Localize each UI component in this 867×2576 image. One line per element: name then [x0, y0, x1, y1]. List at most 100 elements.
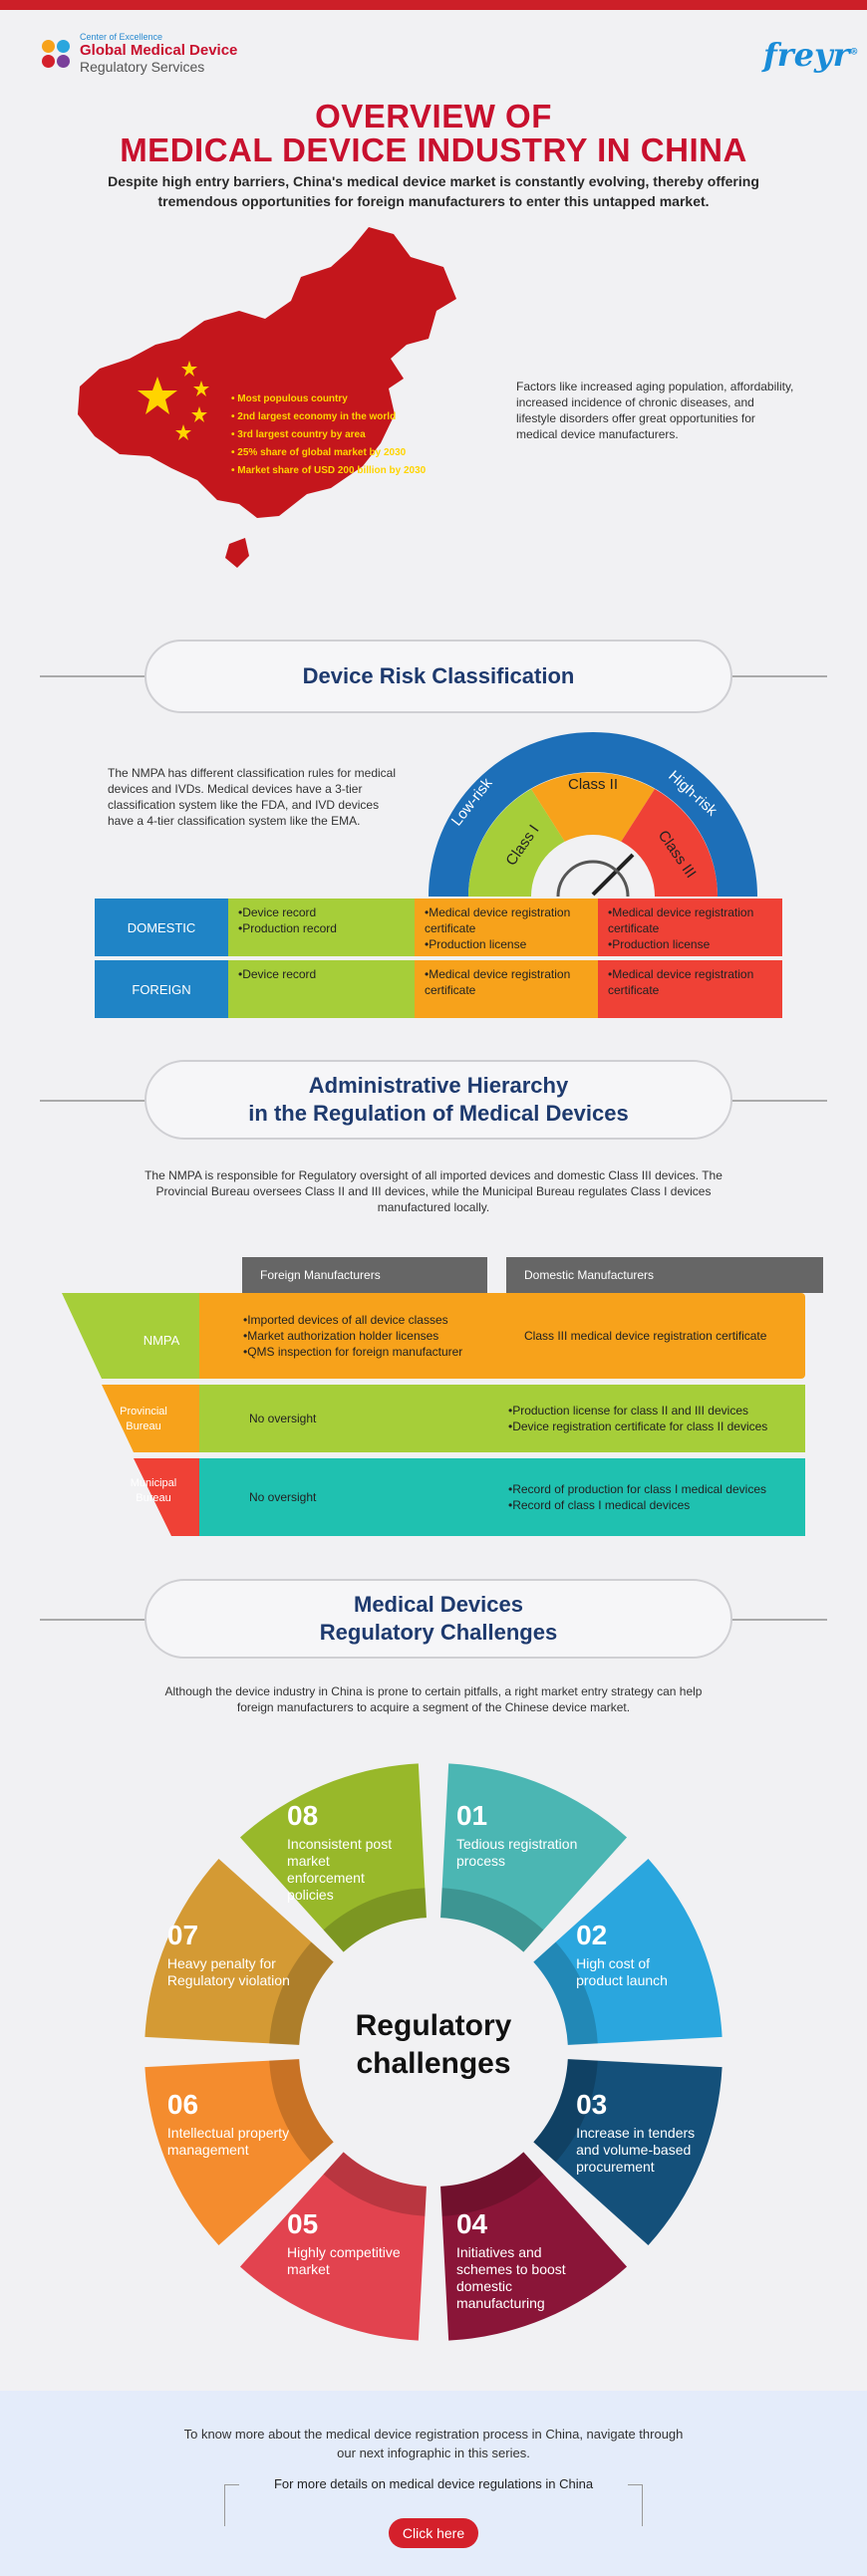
challenge-segment-ring	[440, 2152, 544, 2216]
hierarchy-heading: Administrative Hierarchy in the Regulati…	[144, 1060, 732, 1140]
challenge-text: Heavy penalty for Regulatory violation	[166, 1955, 290, 1989]
divider	[40, 1619, 147, 1621]
brand-logo[interactable]: Center of Excellence Global Medical Devi…	[40, 32, 237, 75]
challenge-number: 08	[287, 1799, 319, 1831]
challenge-number: 03	[576, 2088, 608, 2120]
provincial-domestic: Production license for class II and III …	[498, 1397, 777, 1440]
top-accent-bar	[0, 0, 867, 10]
brand-line1: Global Medical Device	[80, 42, 238, 59]
hero-subtitle: Despite high entry barriers, China's med…	[108, 173, 759, 209]
hero-title-1: OVERVIEW OF	[315, 98, 552, 134]
divider	[729, 675, 827, 677]
hero-title-2: MEDICAL DEVICE INDUSTRY IN CHINA	[120, 131, 747, 168]
challenge-text: Tedious registration process	[455, 1835, 578, 1869]
challenge-segment-ring	[269, 2059, 334, 2163]
col-domestic: Domestic Manufacturers	[506, 1257, 823, 1293]
row-nmpa: Imported devices of all device classesMa…	[199, 1293, 805, 1379]
big-star-icon	[138, 377, 177, 414]
challenge-segment	[144, 2059, 334, 2246]
challenge-segment-ring	[533, 2059, 598, 2163]
challenge-segment-ring	[323, 1888, 427, 1952]
challenge-segment-ring	[440, 1888, 544, 1952]
footer-more: For more details on medical device regul…	[239, 2476, 628, 2491]
gauge-needle	[591, 853, 635, 897]
municipal-domestic: Record of production for class I medical…	[498, 1475, 776, 1519]
hierarchy-intro: The NMPA is responsible for Regulatory o…	[144, 1168, 722, 1214]
challenge-segment	[440, 1763, 628, 1952]
brand-dots-icon	[40, 38, 72, 70]
map-facts: • Most populous country • 2nd largest ec…	[231, 390, 426, 480]
domestic-class2: Medical device registration certificateP…	[415, 899, 598, 956]
freyr-logo[interactable]: freyr®	[763, 36, 859, 74]
svg-text:Provincial: Provincial	[120, 1406, 167, 1417]
challenge-text: Increase in tenders and volume-based pro…	[576, 2124, 696, 2175]
nmpa-foreign: Imported devices of all device classesMa…	[199, 1306, 498, 1366]
challenge-text: Highly competitive market	[287, 2244, 401, 2278]
challenge-number: 02	[576, 1920, 608, 1951]
challenge-number: 06	[166, 2088, 199, 2120]
challenges-intro: Although the device industry in China is…	[164, 1684, 703, 1714]
challenge-segment-ring	[323, 2152, 427, 2216]
challenge-text: High cost of product launch	[576, 1955, 668, 1989]
challenge-segment	[533, 1858, 722, 2045]
domestic-class3: Medical device registration certificateP…	[598, 899, 782, 956]
market-factors-note: Factors like increased aging population,…	[516, 380, 794, 441]
row-label-domestic: DOMESTIC	[95, 899, 228, 956]
challenge-segment-ring	[269, 1941, 334, 2045]
svg-text:Bureau: Bureau	[126, 1420, 160, 1432]
risk-gauge: Low-risk High-risk Class I Class II Clas…	[429, 732, 757, 897]
map-fact: • Market share of USD 200 billion by 203…	[231, 465, 427, 476]
svg-text:Class II: Class II	[568, 776, 618, 793]
hierarchy-pyramid: NMPA Provincial Bureau Municipal Bureau	[62, 1293, 209, 1536]
municipal-foreign: No oversight	[249, 1489, 317, 1504]
challenge-number: 05	[287, 2208, 319, 2240]
challenge-segment	[440, 2152, 628, 2341]
challenges-wheel	[144, 1763, 722, 2341]
svg-text:NMPA: NMPA	[144, 1333, 180, 1348]
wheel-center-label: Regulatory challenges	[355, 2009, 512, 2080]
footer-text: To know more about the medical device re…	[183, 2427, 684, 2460]
map-fact: • Most populous country	[231, 393, 348, 404]
challenge-segment	[239, 1763, 427, 1952]
foreign-class3: Medical device registration certificate	[598, 960, 782, 1018]
row-label-foreign: FOREIGN	[95, 960, 228, 1018]
map-fact: • 2nd largest economy in the world	[231, 411, 397, 422]
brand-small: Center of Excellence	[80, 32, 163, 42]
nmpa-domestic: Class III medical device registration ce…	[524, 1328, 767, 1343]
challenge-segment	[144, 1858, 334, 2045]
divider	[40, 675, 147, 677]
row-municipal: No oversight Record of production for cl…	[199, 1458, 805, 1536]
challenge-segment	[239, 2152, 427, 2341]
svg-text:Bureau: Bureau	[136, 1492, 170, 1504]
divider	[729, 1100, 827, 1102]
challenge-segment	[533, 2059, 722, 2246]
brand-line2: Regulatory Services	[80, 59, 205, 75]
foreign-class1: Device record	[228, 960, 415, 1018]
row-provincial: No oversight Production license for clas…	[199, 1385, 805, 1452]
risk-heading: Device Risk Classification	[144, 640, 732, 713]
challenge-segment-ring	[533, 1941, 598, 2045]
divider	[40, 1100, 147, 1102]
challenge-text: Intellectual property management	[166, 2124, 290, 2158]
challenge-number: 04	[455, 2208, 488, 2240]
risk-intro: The NMPA has different classification ru…	[108, 766, 397, 828]
click-here-button[interactable]: Click here	[389, 2518, 478, 2548]
provincial-foreign: No oversight	[249, 1411, 317, 1425]
challenge-text: Initiatives and schemes to boost domesti…	[455, 2244, 566, 2312]
challenge-number: 07	[166, 1920, 199, 1951]
challenge-text: Inconsistent post market enforcement pol…	[287, 1835, 393, 1903]
map-fact: • 3rd largest country by area	[231, 429, 366, 440]
foreign-class2: Medical device registration certificate	[415, 960, 598, 1018]
svg-text:Municipal: Municipal	[131, 1477, 176, 1489]
challenge-number: 01	[455, 1799, 488, 1831]
challenges-heading: Medical Devices Regulatory Challenges	[144, 1579, 732, 1659]
divider	[729, 1619, 827, 1621]
